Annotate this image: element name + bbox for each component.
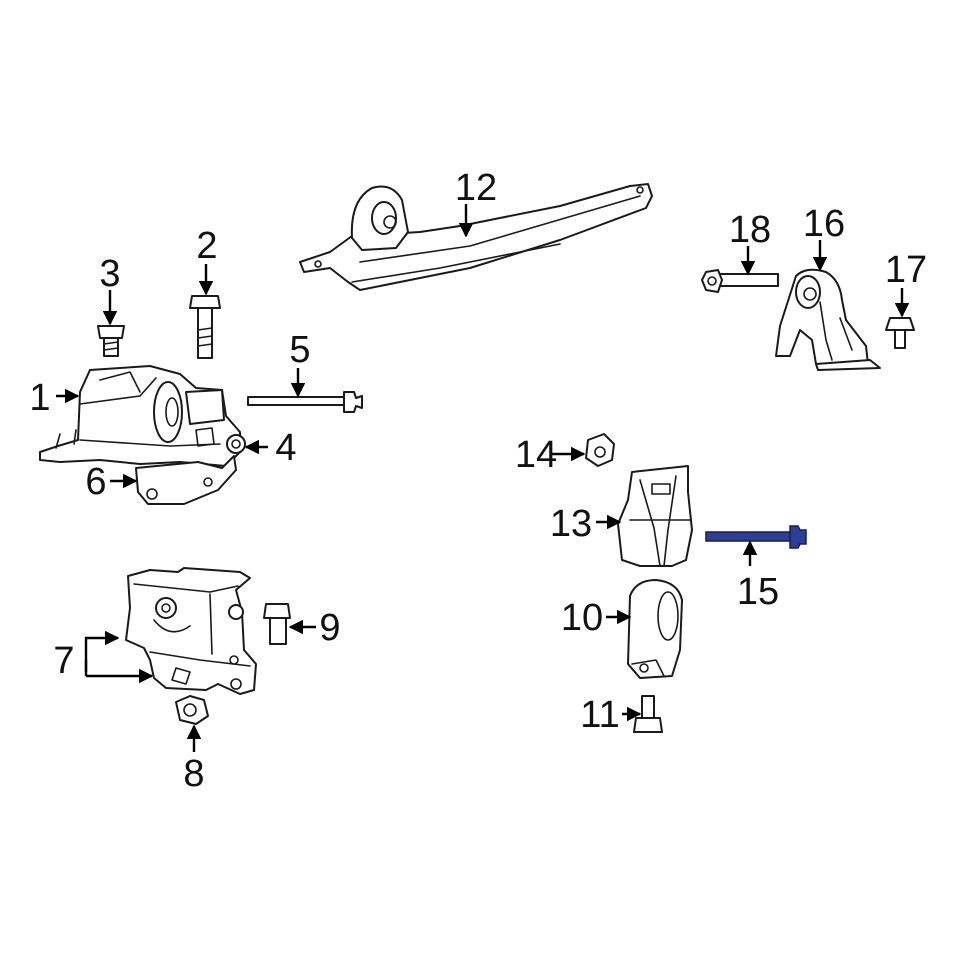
callout-labels: 12 16 18 17 3 2 5 1 4 6 7 8 9 14 13 15 1… [29,167,927,795]
callout-16: 16 [803,203,845,245]
callout-18: 18 [729,209,771,251]
part-12-crossmember[interactable] [299,183,653,291]
part-8-nut[interactable] [175,695,209,725]
part-14-nut[interactable] [585,433,615,467]
part-13-bracket[interactable] [617,465,693,567]
callout-17: 17 [885,249,927,291]
part-10-mount[interactable] [627,579,683,679]
callout-5: 5 [289,329,310,371]
callout-14: 14 [515,434,557,476]
part-6-bracket[interactable] [135,455,237,505]
part-11-stud[interactable] [633,695,663,733]
callout-2: 2 [196,225,217,267]
callout-4: 4 [275,427,296,469]
part-15-bolt-highlighted[interactable] [705,525,807,549]
part-16-mount-bracket[interactable] [775,268,881,371]
leader-lines [56,204,910,752]
part-9-bolt[interactable] [263,603,291,645]
callout-6: 6 [85,461,106,503]
part-1-engine-mount[interactable] [39,365,241,467]
part-18-bolt[interactable] [701,269,779,293]
callout-10: 10 [561,597,603,639]
part-2-bolt[interactable] [189,295,221,359]
callout-1: 1 [29,377,50,419]
part-17-bolt[interactable] [885,317,915,349]
callout-7: 7 [53,640,74,682]
callout-12: 12 [455,167,497,209]
callout-8: 8 [183,753,204,795]
callout-11: 11 [580,694,619,736]
callout-9: 9 [319,607,340,649]
callout-15: 15 [737,571,779,613]
callout-3: 3 [99,253,120,295]
part-5-bolt[interactable] [247,391,363,413]
part-4-nut[interactable] [226,434,246,454]
callout-13: 13 [550,503,592,545]
part-7-transmission-mount[interactable] [125,567,257,695]
part-3-bolt[interactable] [97,325,125,357]
